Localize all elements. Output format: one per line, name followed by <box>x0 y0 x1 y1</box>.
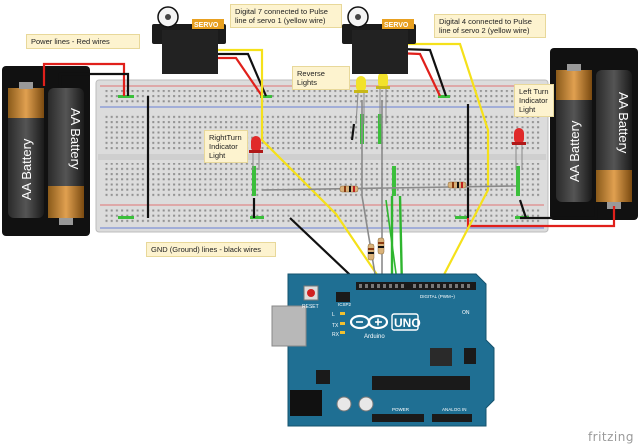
servo-2: SERVO <box>342 6 416 74</box>
right-turn-note: RightTurn Indicator Light <box>204 130 248 163</box>
servo-2-label: SERVO <box>384 22 409 29</box>
servo-1-label: SERVO <box>194 22 219 29</box>
icsp-label: ICSP2 <box>338 302 352 307</box>
uno-label: UNO <box>394 316 421 330</box>
battery-pack-right: AA Battery AA Battery <box>550 48 638 220</box>
rx-label: RX <box>332 332 340 338</box>
power-lines-note: Power lines - Red wires <box>26 34 140 49</box>
power-header <box>372 414 424 422</box>
reverse-led-2 <box>376 72 390 124</box>
battery-label-right-1: AA Battery <box>567 120 582 182</box>
atmega-chip <box>372 376 470 390</box>
arduino-brand: Arduino <box>364 334 385 340</box>
arduino-logo <box>349 314 389 330</box>
arduino-uno-board: RESET DIGITAL (PWM~) ICSP2 UNO Arduino T… <box>271 273 495 427</box>
power-jack <box>290 390 322 416</box>
servo-1: SERVO <box>152 6 226 74</box>
left-turn-note: Left Turn Indicator Light <box>514 84 554 117</box>
servo-1-note: Digital 7 connected to Pulse line of ser… <box>230 4 342 28</box>
battery-label-left-2: AA Battery <box>68 108 83 170</box>
servo-2-note: Digital 4 connected to Pulse line of ser… <box>434 14 546 38</box>
right-turn-led <box>249 136 263 170</box>
resistor-1 <box>339 185 359 193</box>
l-label: L <box>332 312 335 318</box>
resistor-4 <box>377 237 385 255</box>
reverse-led-1 <box>354 76 368 125</box>
gnd-lines-note: GND (Ground) lines - black wires <box>146 242 276 257</box>
analog-label: ANALOG IN <box>442 407 467 412</box>
battery-label-right-2: AA Battery <box>616 92 631 154</box>
yellow-signal-wires <box>184 42 490 291</box>
reset-label: RESET <box>302 304 319 310</box>
battery-label-left-1: AA Battery <box>19 138 34 200</box>
analog-header <box>432 414 472 422</box>
on-label: ON <box>462 310 470 316</box>
resistor-3 <box>367 243 375 261</box>
battery-pack-left: AA Battery AA Battery <box>2 66 90 236</box>
fritzing-watermark: fritzing <box>587 430 634 444</box>
resistor-2 <box>447 181 467 189</box>
power-label: POWER <box>392 407 410 412</box>
left-turn-led <box>512 128 526 170</box>
reverse-lights-note: Reverse Lights <box>292 66 350 90</box>
tx-label: TX <box>332 323 339 329</box>
usb-port <box>271 305 307 347</box>
green-signal-wires <box>385 195 404 289</box>
digital-label: DIGITAL (PWM~) <box>420 294 455 299</box>
